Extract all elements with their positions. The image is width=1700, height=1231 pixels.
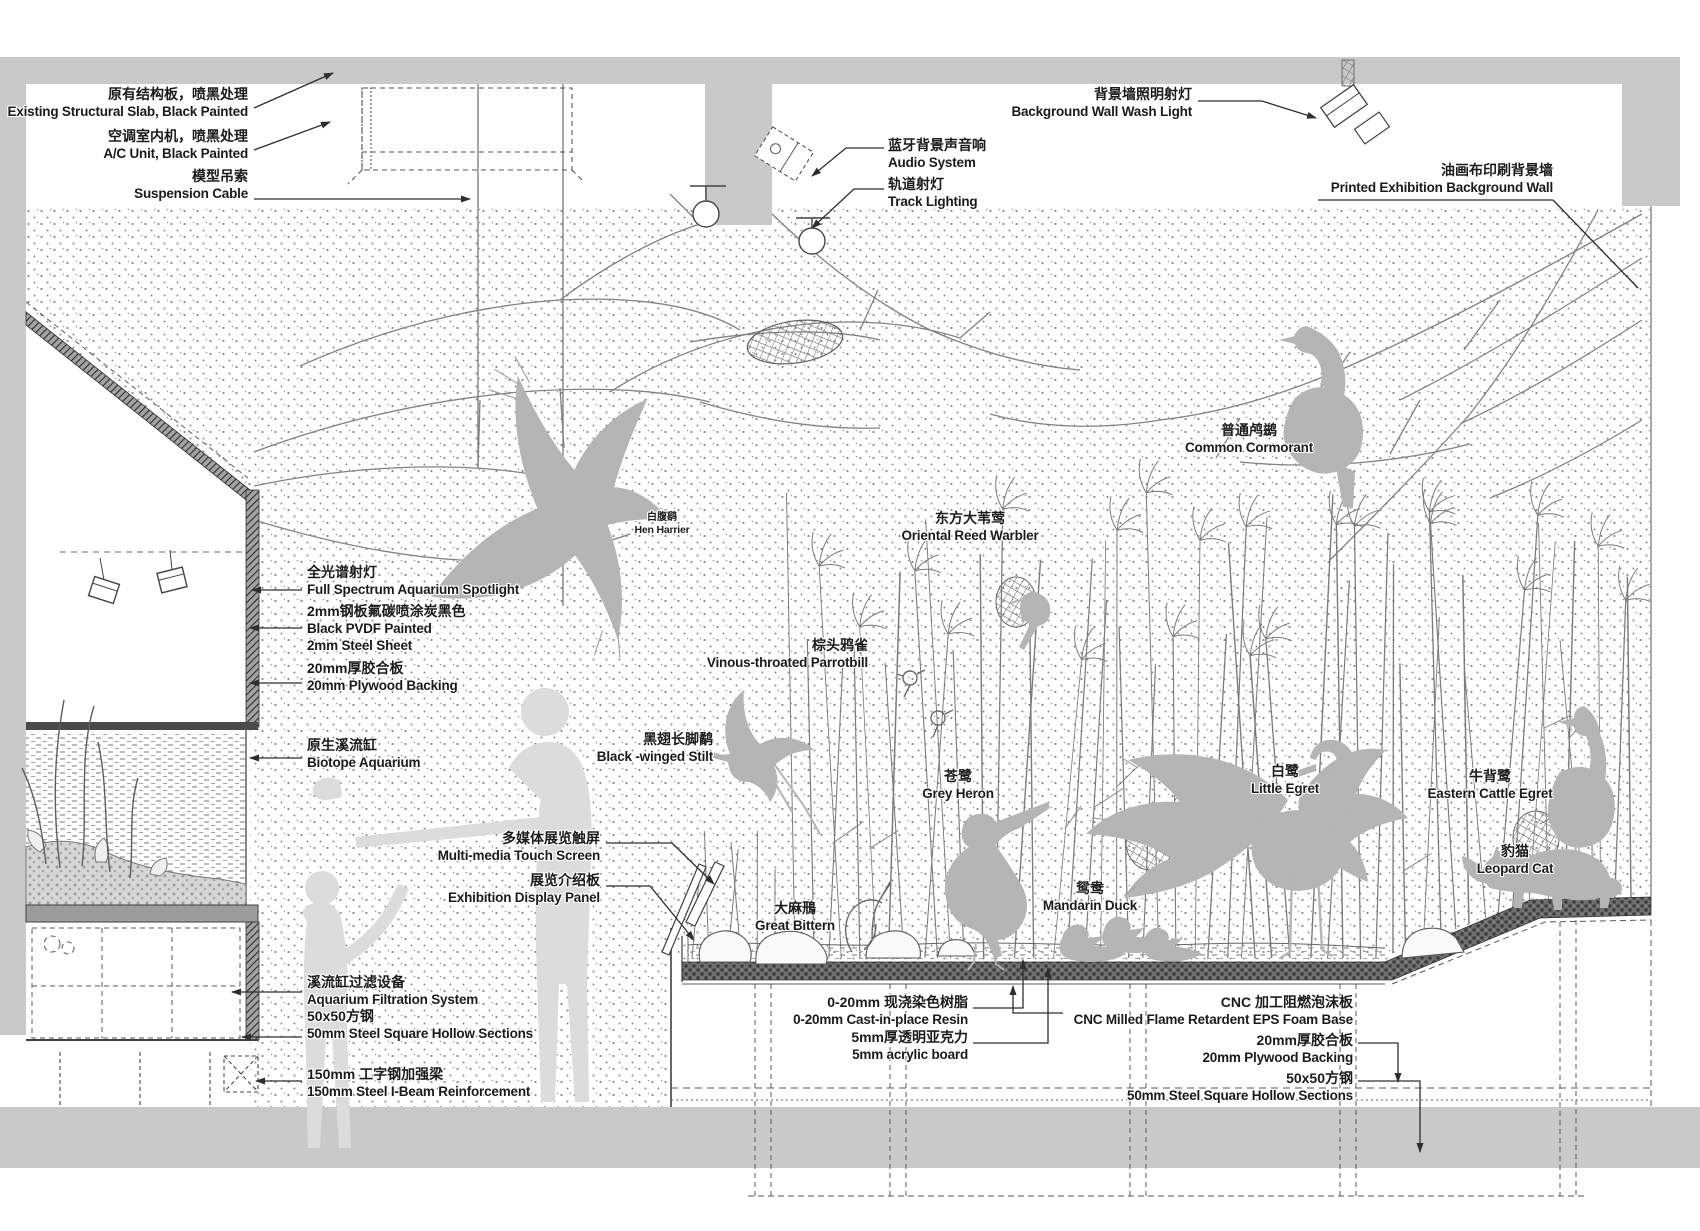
steel-sheet-wall-section [245,489,260,728]
hen-harrier-silhouette [431,355,669,658]
stipple-background [26,207,1651,1107]
visitor-figures [302,688,592,1148]
common-cormorant-silhouette [1279,326,1363,508]
rock [865,930,921,959]
water-surface [688,945,1385,962]
ac-unit-outline [347,87,585,185]
platform-framing [671,919,1652,1197]
oriental-reed-warbler-silhouette [1009,591,1051,650]
rock [1401,927,1465,959]
ceiling-fixtures [347,59,1391,255]
right-column [1622,84,1680,206]
rock [698,930,752,963]
child-visitor-body [302,884,409,1148]
filtration-cabinet [31,927,241,1039]
nest [746,319,844,365]
audio-speaker [753,126,815,182]
wall-wash-fixture [1319,59,1391,145]
aquarium-spotlights [87,549,188,605]
i-beam-section [59,1052,259,1105]
track-lights [690,185,830,255]
tank-substrate [25,840,247,906]
line-art-birds [845,669,954,953]
building-structure [0,57,1700,1168]
structural-column [705,57,772,225]
aquatic-plants [21,699,139,879]
display-panel-section [661,863,707,956]
leopard-cat-silhouette [1462,848,1622,910]
leader-lines [231,72,1639,1153]
animal-silhouettes [431,326,1622,971]
child-visitor-head [305,871,339,905]
mandarin-duck-silhouettes [1059,916,1202,962]
rock [755,930,828,965]
diorama-ground [681,896,1652,981]
aquarium-alcove [21,301,260,1105]
counter-section [25,904,259,923]
ceiling-slab-left [0,57,705,84]
adult-visitor-body [355,742,592,1102]
ceiling-slab-right [772,57,1680,84]
black-winged-stilt-silhouette [701,690,821,835]
rock [937,939,977,957]
great-bittern-sketch [845,881,891,953]
tank-rim [26,722,258,730]
little-egret-silhouette [1086,739,1408,960]
floor-slab [0,1107,1700,1168]
adult-visitor-head [521,688,569,736]
grey-heron-silhouette [944,802,1050,971]
left-wall [0,84,26,1035]
